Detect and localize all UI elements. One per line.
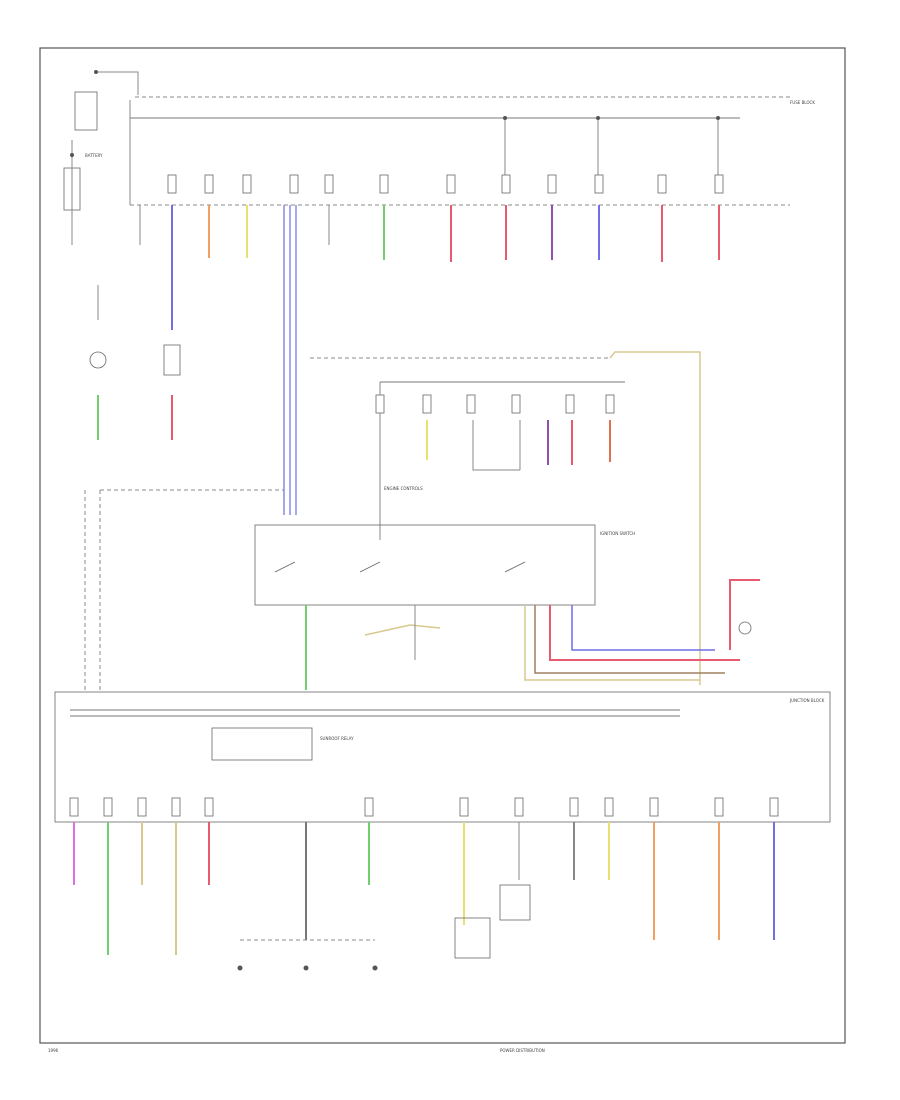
battery: BATTERY — [63, 91, 103, 245]
battery-label: BATTERY — [85, 153, 103, 158]
lower-wires — [73, 822, 775, 955]
junction-block — [54, 691, 831, 823]
upper-fuse-row — [167, 174, 724, 194]
ignition-switch — [254, 524, 596, 606]
left-relay-cluster — [89, 285, 181, 440]
sunroof-relay — [211, 727, 313, 761]
junction-fuses — [375, 394, 615, 414]
fuse-block-label: FUSE BLOCK — [790, 100, 815, 105]
upper-wires — [171, 205, 720, 330]
blue-bundle — [283, 205, 297, 515]
lower-fuse-row — [69, 797, 779, 817]
ignition-contacts — [274, 561, 526, 573]
sunroof-relay-label: SUNROOF RELAY — [320, 736, 354, 741]
footer-right: POWER DISTRIBUTION — [500, 1048, 545, 1053]
ignition-switch-label: IGNITION SWITCH — [600, 531, 635, 536]
engine-controls-label: ENGINE CONTROLS — [384, 486, 423, 491]
footer-left: 1996 — [48, 1048, 59, 1053]
junction-block-label: JUNCTION BLOCK — [789, 698, 825, 703]
diagram-frame — [39, 47, 846, 1044]
